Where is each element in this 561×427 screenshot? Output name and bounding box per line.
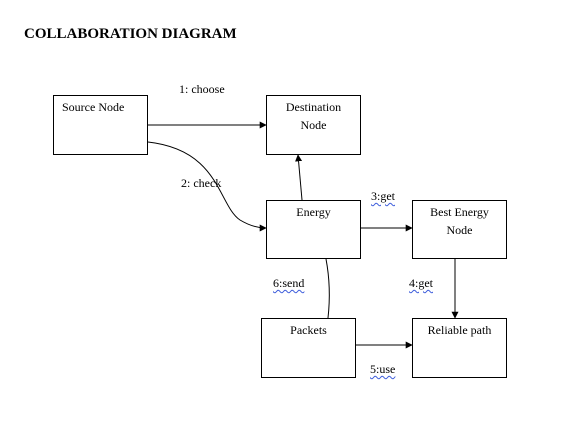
node-destination: Destination Node xyxy=(266,95,361,155)
diagram-title: COLLABORATION DIAGRAM xyxy=(24,26,237,42)
message-1-label: 1: choose xyxy=(179,82,225,96)
message-3-label: 3:get xyxy=(371,189,395,203)
message-6-label: 6:send xyxy=(273,276,305,290)
message-2-label: 2: check xyxy=(181,176,222,190)
node-best-energy: Best Energy Node xyxy=(412,200,507,259)
edge-energy-packets xyxy=(325,258,330,319)
node-source: Source Node xyxy=(53,95,148,155)
message-4-label: 4:get xyxy=(409,276,433,290)
message-5-label: 5:use xyxy=(370,362,396,376)
edge-source-energy xyxy=(147,141,267,232)
node-packets: Packets xyxy=(261,318,356,378)
edge-energy-destination xyxy=(295,154,303,201)
node-energy: Energy xyxy=(266,200,361,259)
node-reliable-path: Reliable path xyxy=(412,318,507,378)
